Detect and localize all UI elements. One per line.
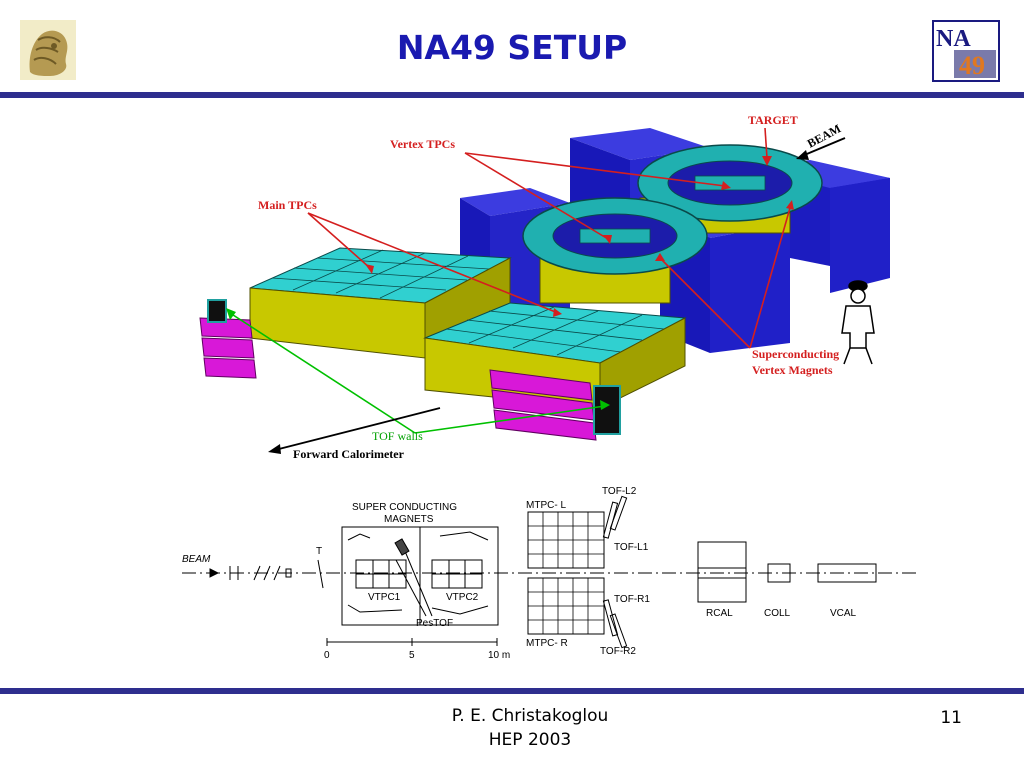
logo-text-49: 49 <box>959 51 985 80</box>
scale-label-10: 10 m <box>488 650 510 661</box>
detector-3d-view: TARGET BEAM Vertex TPCs Main TPCs Superc… <box>199 113 890 461</box>
detector-schematic: BEAM T SUPER CONDUCTING MAGNETS VTPC1 VT… <box>182 486 920 661</box>
slide-number: 11 <box>940 708 962 728</box>
sch-label-tof-l2: TOF-L2 <box>602 486 637 497</box>
label-tof-walls: TOF walls <box>372 429 423 443</box>
sch-label-rcal: RCAL <box>706 608 733 619</box>
sch-label-target: T <box>316 546 322 557</box>
sch-label-magnets-line2: MAGNETS <box>384 514 434 525</box>
na49-logo: NA 49 <box>932 20 1000 82</box>
sch-label-pestof: PesTOF <box>416 618 453 629</box>
footer-conference: HEP 2003 <box>488 730 572 750</box>
sch-label-coll: COLL <box>764 608 791 619</box>
sch-label-vtpc2: VTPC2 <box>446 592 479 603</box>
label-main-tpcs: Main TPCs <box>258 198 317 212</box>
label-target: TARGET <box>748 113 798 127</box>
university-logo <box>20 20 76 80</box>
label-forward-calorimeter: Forward Calorimeter <box>293 447 405 461</box>
sch-label-vcal: VCAL <box>830 608 857 619</box>
sch-label-vtpc1: VTPC1 <box>368 592 401 603</box>
label-magnets-line1: Superconducting <box>752 347 839 361</box>
slide-title: NA49 SETUP <box>396 28 628 67</box>
header-rule <box>0 92 1024 98</box>
sch-label-tof-l1: TOF-L1 <box>614 542 649 553</box>
sch-label-tof-r2: TOF-R2 <box>600 646 636 657</box>
sch-label-mtpc-l: MTPC- L <box>526 500 566 511</box>
logo-text-na: NA <box>936 26 971 52</box>
footer-author: P. E. Christakoglou <box>451 706 609 726</box>
sch-label-beam: BEAM <box>182 554 211 565</box>
footer-rule <box>0 688 1024 694</box>
scale-label-5: 5 <box>409 650 415 661</box>
scale-label-0: 0 <box>324 650 330 661</box>
label-vertex-tpcs: Vertex TPCs <box>390 137 455 151</box>
sch-label-mtpc-r: MTPC- R <box>526 638 568 649</box>
sch-label-tof-r1: TOF-R1 <box>614 594 650 605</box>
label-magnets-line2: Vertex Magnets <box>752 363 833 377</box>
sch-label-magnets-line1: SUPER CONDUCTING <box>352 502 457 513</box>
person-figure-icon <box>841 280 875 365</box>
